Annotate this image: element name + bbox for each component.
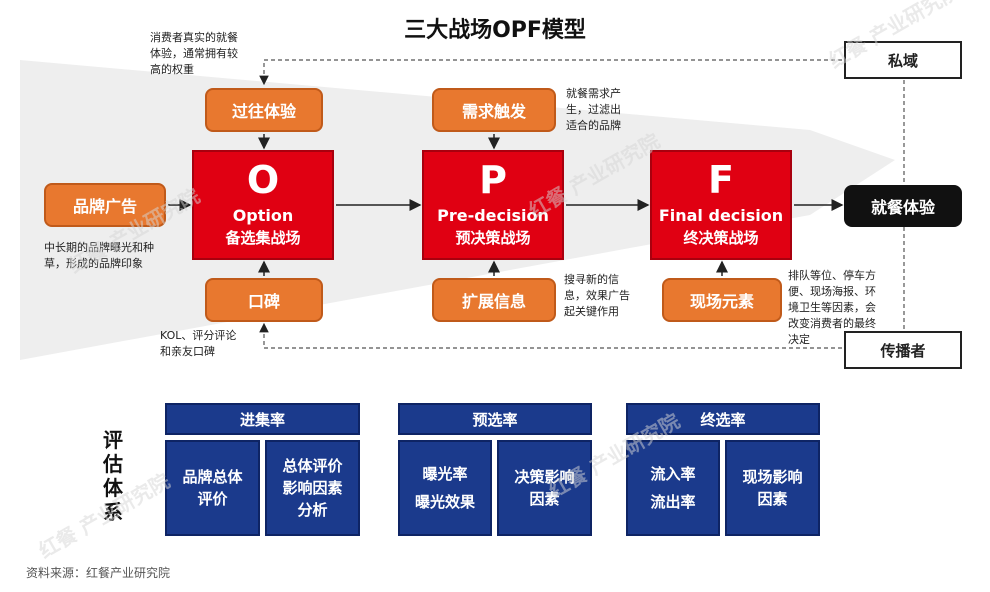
private-domain-box: 私域 — [844, 41, 962, 79]
stage-cn: 预决策战场 — [455, 229, 531, 247]
wom-note: KOL、评分评论和亲友口碑 — [160, 329, 237, 358]
dining-experience-box: 就餐体验 — [844, 185, 962, 227]
onsite-note: 排队等位、停车方便、现场海报、环境卫生等因素，会改变消费者的最终决定 — [788, 269, 876, 346]
eval-head-preselect-rate: 预选率 — [398, 403, 592, 435]
stage-cn: 备选集战场 — [225, 229, 301, 247]
eval-head-entry-rate: 进集率 — [165, 403, 360, 435]
source-note: 资料来源：红餐产业研究院 — [26, 566, 171, 580]
onsite-elements-box: 现场元素 — [662, 278, 782, 322]
stage-predecision-box: P Pre-decision 预决策战场 — [422, 150, 564, 260]
diagram-title: 三大战场OPF模型 — [404, 18, 586, 43]
stage-letter: P — [479, 158, 507, 202]
eval-cell: 现场影响因素 — [725, 440, 820, 536]
stage-letter: O — [246, 158, 280, 202]
spreader-box: 传播者 — [844, 331, 962, 369]
eval-system-label: 评估体系 — [103, 428, 123, 524]
stage-final-box: F Final decision 终决策战场 — [650, 150, 792, 260]
eval-cell: 决策影响因素 — [497, 440, 592, 536]
eval-head-final-rate: 终选率 — [626, 403, 820, 435]
stage-en: Option — [232, 206, 294, 225]
stage-option-box: O Option 备选集战场 — [192, 150, 334, 260]
word-of-mouth-box: 口碑 — [205, 278, 323, 322]
eval-cell: 曝光率曝光效果 — [398, 440, 492, 536]
demand-note: 就餐需求产生，过滤出适合的品牌 — [566, 87, 621, 132]
demand-trigger-box: 需求触发 — [432, 88, 556, 132]
stage-en: Final decision — [658, 206, 784, 225]
stage-en: Pre-decision — [437, 206, 549, 225]
expand-info-box: 扩展信息 — [432, 278, 556, 322]
eval-cell: 总体评价影响因素分析 — [265, 440, 360, 536]
past-experience-box: 过往体验 — [205, 88, 323, 132]
past-note: 消费者真实的就餐体验，通常拥有较高的权重 — [150, 31, 238, 76]
eval-cell: 流入率流出率 — [626, 440, 720, 536]
expand-note: 搜寻新的信息，效果广告起关键作用 — [564, 273, 630, 318]
stage-cn: 终决策战场 — [683, 229, 759, 247]
brand-ad-box: 品牌广告 — [44, 183, 166, 227]
brand-ad-note: 中长期的品牌曝光和种草，形成的品牌印象 — [44, 241, 154, 270]
stage-letter: F — [708, 158, 734, 202]
eval-cell: 品牌总体评价 — [165, 440, 260, 536]
